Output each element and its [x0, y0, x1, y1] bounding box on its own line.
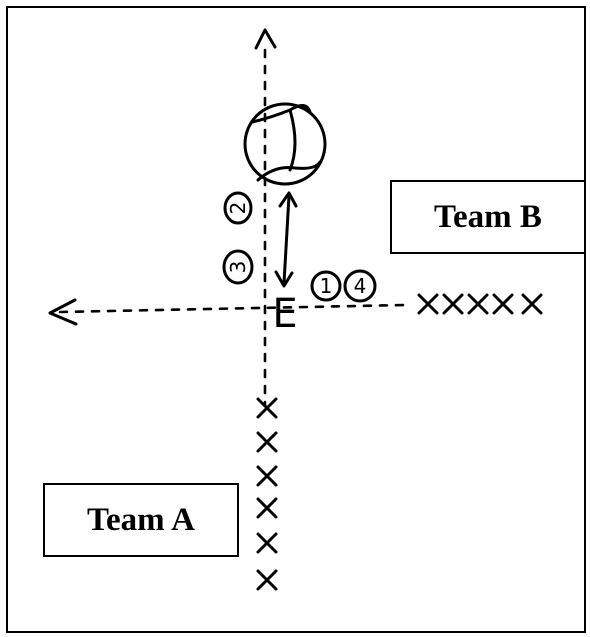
team-a-label-box: Team A: [43, 483, 239, 557]
team-b-player-1: [417, 293, 439, 315]
pass-double-arrow: [274, 191, 298, 288]
team-b-player-3: [467, 293, 489, 315]
team-b-label-box: Team B: [390, 180, 586, 254]
team-b-player-4: [492, 293, 514, 315]
step-4-label: 4: [354, 274, 367, 298]
step-2-marker: 2: [223, 191, 253, 225]
step-1-marker: 1: [310, 270, 342, 302]
left-arrow-head: [48, 298, 78, 326]
step-2-label: 2: [226, 202, 250, 215]
team-b-players: [417, 293, 543, 315]
horizontal-dashed-path: [58, 303, 407, 314]
up-arrow-head: [254, 28, 277, 50]
team-a-player-6: [256, 569, 278, 591]
team-a-player-3: [256, 465, 278, 487]
center-marker-e: E: [272, 291, 297, 337]
team-a-player-1: [256, 397, 278, 419]
team-a-label: Team A: [87, 501, 195, 538]
team-a-player-5: [256, 532, 278, 554]
team-b-player-2: [442, 293, 464, 315]
step-4-marker: 4: [343, 269, 377, 303]
ball-icon: [243, 102, 327, 186]
step-3-marker: 3: [222, 249, 254, 285]
team-b-player-5: [521, 293, 543, 315]
team-a-player-2: [256, 431, 278, 453]
team-a-player-4: [256, 497, 278, 519]
step-1-label: 1: [320, 274, 333, 298]
team-b-label: Team B: [434, 198, 542, 235]
team-a-players: [256, 397, 278, 591]
step-3-label: 3: [226, 261, 250, 274]
